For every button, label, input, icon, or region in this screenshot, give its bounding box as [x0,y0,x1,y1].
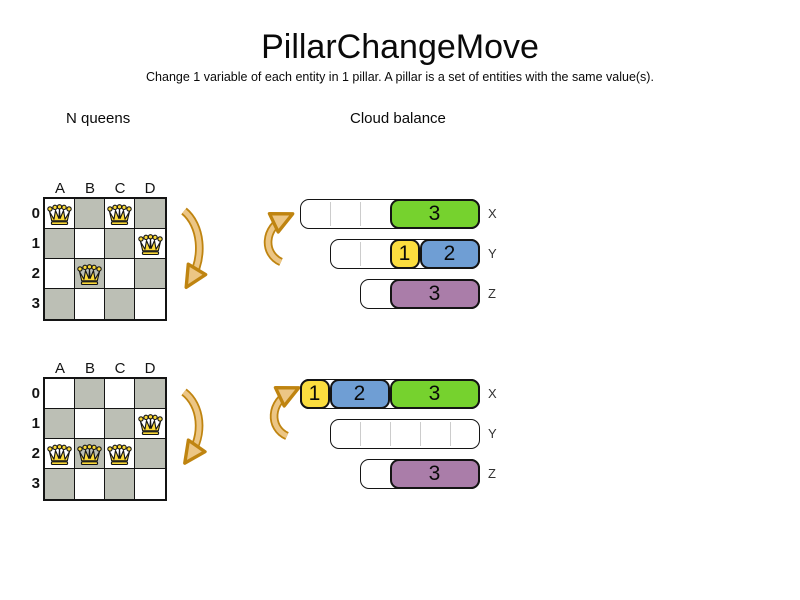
board-column-label: D [144,180,156,197]
board-cell [105,289,135,319]
process-block: 2 [419,238,480,269]
board-cell [135,379,165,409]
board-row-label: 2 [31,445,40,462]
cloud-bar-z-after-move: 3 [360,458,480,489]
cloud-bar-x-before-move: 3 [300,198,480,229]
board-cell [75,229,105,259]
board-row-label: 0 [31,205,40,222]
page-subtitle: Change 1 variable of each entity in 1 pi… [146,70,654,84]
board-cell [105,259,135,289]
board-cell [75,379,105,409]
board-column-label: B [84,360,95,377]
process-block: 3 [389,198,480,229]
process-block: 3 [389,378,480,409]
board-cell [105,409,135,439]
board-cell [75,439,105,469]
board-cell [105,379,135,409]
board-row-label: 1 [31,235,40,252]
board-cell [105,469,135,499]
board-cell [75,289,105,319]
slot-divider [419,422,421,446]
queen-icon [77,444,102,466]
computer-label-z: Z [488,286,496,301]
slot-divider [329,202,331,226]
board-column-label: A [54,180,65,197]
board-cell [45,199,75,229]
queen-icon [107,204,132,226]
board-cell [135,199,165,229]
board-cell [75,469,105,499]
computer-label-y: Y [488,246,497,261]
board-row-label: 3 [31,475,40,492]
cloud-bar-z-before-move: 3 [360,278,480,309]
slot-divider [359,422,361,446]
board-cell [45,379,75,409]
board-cell [105,229,135,259]
slot-divider [359,242,361,266]
board-cell [135,439,165,469]
nqueens-heading: N queens [66,110,131,127]
process-block: 3 [389,458,480,489]
process-block: 2 [329,378,390,409]
queen-icon [137,414,163,436]
cloud-bar-y-after-move [330,419,480,449]
board-cell [135,409,165,439]
process-block: 1 [389,238,420,269]
computer-label-x: X [488,206,497,221]
queen-icon [47,204,72,226]
board-cell [75,199,105,229]
board-cell [75,409,105,439]
board-row-label: 0 [31,385,40,402]
computer-label-y: Y [488,426,497,441]
board-cell [75,259,105,289]
board-cell [105,439,135,469]
nqueens-move-arrow-icon [181,207,208,290]
nqueens-board-before-move [43,197,167,321]
board-cell [135,469,165,499]
cloud-balance-heading: Cloud balance [350,110,446,127]
queen-icon [77,264,102,286]
board-cell [105,199,135,229]
board-cell [45,259,75,289]
slot-divider [359,202,361,226]
board-column-label: C [114,360,126,377]
slot-divider [389,422,391,446]
cloud-move-arrow-icon [269,386,301,440]
process-block: 1 [299,378,330,409]
board-cell [135,229,165,259]
board-cell [45,289,75,319]
nqueens-move-arrow-icon [181,388,207,465]
board-column-label: D [144,360,156,377]
queen-icon [107,444,132,466]
board-cell [135,289,165,319]
board-row-label: 2 [31,265,40,282]
board-row-label: 3 [31,295,40,312]
queen-icon [47,444,72,466]
board-cell [45,469,75,499]
cloud-move-arrow-icon [263,212,295,266]
page-title: PillarChangeMove [261,28,539,66]
computer-label-x: X [488,386,497,401]
queen-icon [137,234,163,256]
nqueens-board-after-move [43,377,167,501]
computer-label-z: Z [488,466,496,481]
board-cell [135,259,165,289]
board-column-label: B [84,180,95,197]
board-column-label: C [114,180,126,197]
board-cell [45,229,75,259]
process-block: 3 [389,278,480,309]
board-column-label: A [54,360,65,377]
slot-divider [449,422,451,446]
board-row-label: 1 [31,415,40,432]
board-cell [45,409,75,439]
board-cell [45,439,75,469]
